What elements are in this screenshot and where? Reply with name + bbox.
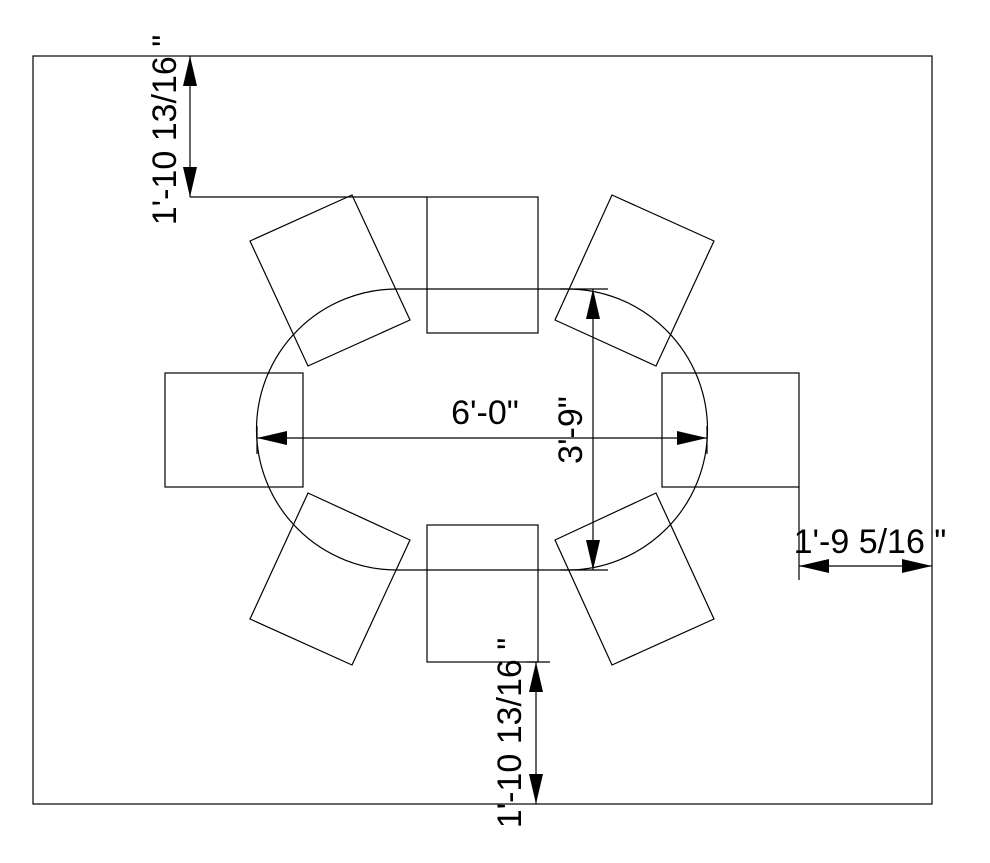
dimension-table-length: 6'-0" (256, 394, 708, 454)
svg-text:6'-0": 6'-0" (451, 394, 519, 432)
svg-text:1'-10 13/16 ": 1'-10 13/16 " (491, 638, 529, 829)
chair-bottom-right (554, 492, 715, 666)
dimension-bottom-clearance: 1'-10 13/16 " (491, 638, 550, 829)
room-boundary (32, 55, 933, 805)
chair-left (164, 372, 304, 488)
chair-top-left (249, 194, 411, 367)
chair-top (426, 196, 539, 334)
chairs (164, 194, 800, 666)
chair-bottom (426, 524, 539, 663)
svg-text:3'-9": 3'-9" (552, 396, 590, 464)
svg-text:1'-9 5/16 ": 1'-9 5/16 " (794, 523, 947, 561)
dimension-side-clearance: 1'-9 5/16 " (794, 487, 947, 580)
chair-bottom-left (249, 492, 411, 666)
dimension-table-width: 3'-9" (552, 288, 608, 571)
svg-text:1'-10 13/16 ": 1'-10 13/16 " (146, 35, 184, 226)
dimension-top-clearance: 1'-10 13/16 " (146, 35, 427, 226)
chair-top-right (554, 194, 715, 367)
chair-right (661, 372, 800, 488)
